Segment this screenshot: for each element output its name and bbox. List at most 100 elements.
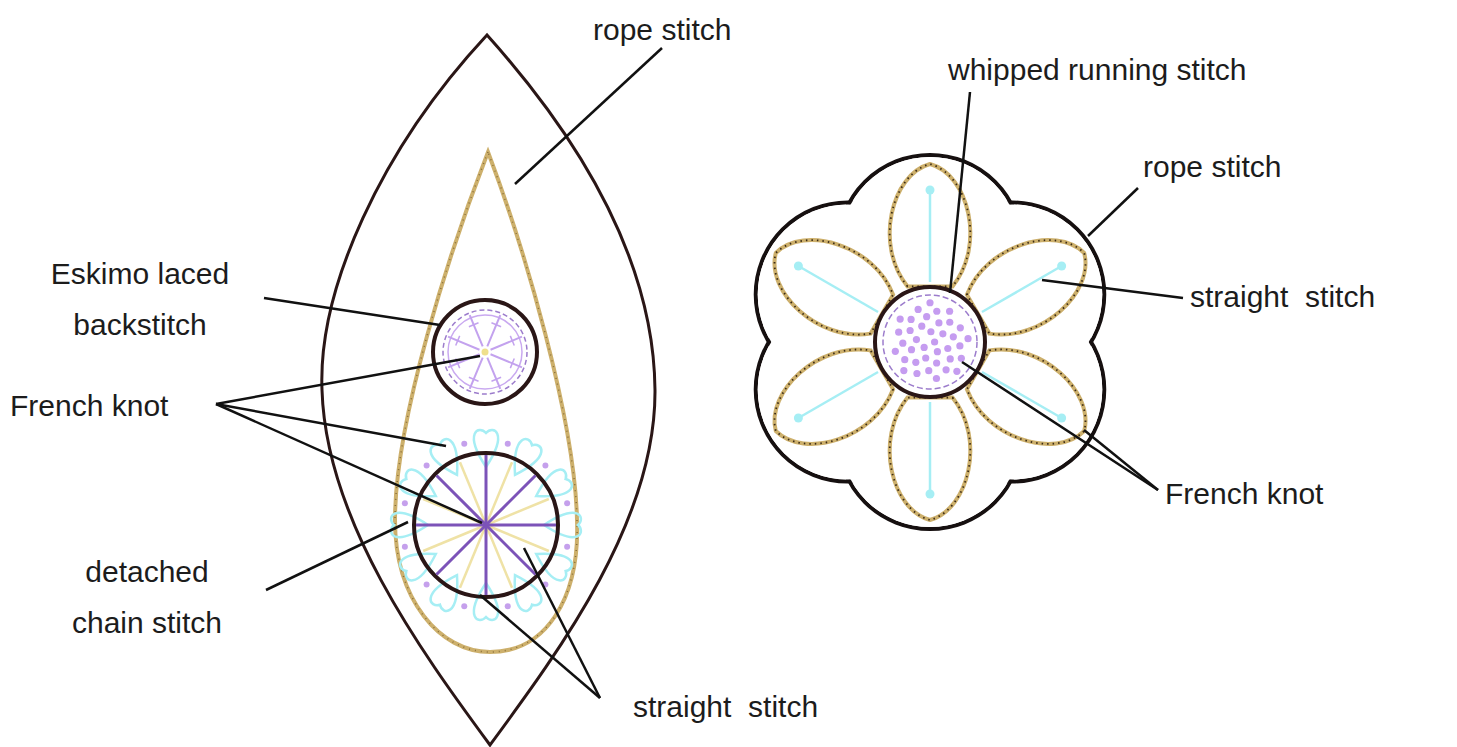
chain-loop: [400, 554, 436, 581]
laced-spoke: [487, 358, 500, 389]
french-knot: [953, 368, 960, 375]
french-knot: [964, 335, 971, 342]
french-knot: [900, 367, 907, 374]
rope-stitch-petals: [774, 164, 1085, 520]
french-knot: [944, 345, 951, 352]
lacing-ring: [448, 315, 522, 389]
straight-stitch: [437, 476, 486, 525]
lacing: [456, 336, 460, 346]
chain-loop: [515, 575, 542, 611]
french-knot: [1057, 414, 1066, 423]
leader-line: [266, 522, 408, 590]
rope-texture: [774, 349, 893, 443]
leader-line: [515, 48, 662, 184]
french-knot: [505, 603, 511, 609]
straight-stitch: [423, 525, 486, 551]
leader-line: [216, 356, 480, 404]
french-knot: [921, 344, 928, 351]
straight-stitch: [929, 402, 932, 494]
french-knot: [950, 333, 957, 340]
chain-loop: [515, 439, 542, 475]
stitch-label: whipped running stitch: [948, 44, 1247, 95]
french-knot: [402, 500, 408, 506]
french-knot: [424, 463, 430, 469]
french-knot: [542, 463, 548, 469]
lacing: [491, 323, 501, 327]
lacing: [491, 377, 501, 381]
french-knot: [907, 316, 914, 323]
french-knot: [908, 346, 915, 353]
french-knot: [505, 441, 511, 447]
rope-texture: [890, 398, 971, 520]
laced-spoke: [487, 315, 500, 346]
french-knot: [933, 308, 940, 315]
french-knot: [913, 370, 920, 377]
straight-stitch: [416, 524, 486, 527]
straight-stitch: [798, 266, 878, 312]
french-knot: [424, 581, 430, 587]
petal-rope: [890, 164, 971, 286]
petal-rope: [890, 398, 971, 520]
laced-spoke: [491, 354, 522, 367]
french-knot: [461, 441, 467, 447]
straight-stitch-spokes: [416, 455, 556, 595]
straight-stitch: [486, 525, 512, 588]
straight-stitch: [798, 372, 878, 418]
straight-stitch: [982, 372, 1062, 418]
leaf-outline: [322, 35, 655, 745]
laced-spoke: [470, 315, 483, 346]
stitch-label: straight stitch: [633, 681, 818, 732]
french-knot: [926, 299, 933, 306]
leader-line: [962, 362, 1158, 490]
french-knot: [925, 367, 932, 374]
french-knot: [794, 262, 803, 271]
french-knot: [931, 338, 938, 345]
french-knot: [564, 544, 570, 550]
leader-line: [216, 404, 446, 446]
french-knots: [402, 441, 570, 609]
chain-loop: [536, 554, 572, 581]
straight-stitch: [486, 525, 535, 574]
stitch-label: rope stitch: [593, 4, 731, 55]
french-knot: [946, 308, 953, 315]
leader-line: [480, 595, 600, 698]
petal-rope: [774, 349, 893, 443]
rope-texture: [967, 240, 1086, 334]
lacing: [469, 323, 479, 327]
straight-stitch: [486, 476, 535, 525]
small-circle: [433, 300, 537, 404]
french-knot: [933, 359, 940, 366]
leader-line: [1084, 430, 1158, 490]
rope-texture: [774, 240, 893, 334]
lacing: [469, 377, 479, 381]
french-knot: [958, 355, 965, 362]
petal-rope: [967, 240, 1086, 334]
straight-stitch: [485, 525, 488, 595]
french-knot: [899, 340, 906, 347]
french-knot: [915, 306, 922, 313]
french-knot: [794, 414, 803, 423]
french-knot: [956, 342, 963, 349]
leader-line: [216, 404, 482, 523]
french-knot: [926, 186, 935, 195]
leader-line: [1042, 280, 1183, 298]
detached-chain-loops: [391, 430, 581, 620]
french-knot: [461, 603, 467, 609]
french-knot: [946, 319, 953, 326]
whipped-running-ring: [883, 295, 977, 389]
french-knot: [934, 348, 941, 355]
straight-stitch: [437, 525, 486, 574]
french-knot: [922, 354, 929, 361]
leader-lines: [216, 48, 1183, 698]
stitch-label: French knot: [10, 380, 168, 431]
french-knot: [942, 366, 949, 373]
rope-texture: [890, 164, 971, 286]
leader-line: [1088, 188, 1138, 236]
stitch-label: Eskimo laced backstitch: [20, 248, 260, 350]
straight-stitch: [982, 266, 1062, 312]
leader-line: [264, 298, 440, 325]
chain-loop: [536, 470, 572, 497]
french-knot: [892, 348, 899, 355]
stitch-label: straight stitch: [1190, 271, 1375, 322]
french-knot: [897, 315, 904, 322]
